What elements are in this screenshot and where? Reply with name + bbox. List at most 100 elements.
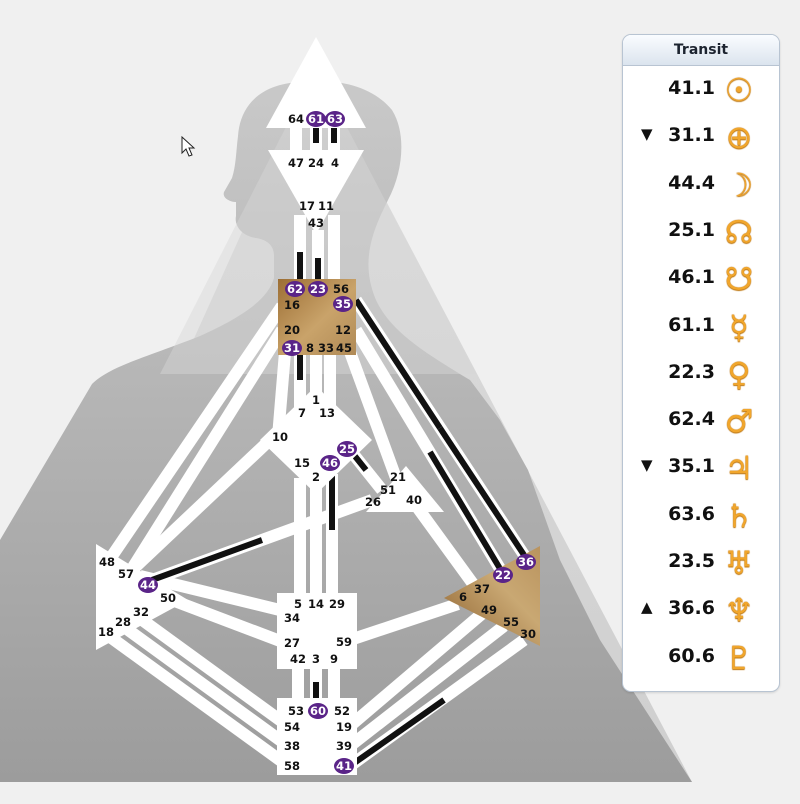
transit-row: 44.4☽ — [623, 162, 779, 208]
south-node-icon: ☋ — [724, 260, 754, 299]
active-gate-41 — [348, 697, 446, 769]
gate-57: 57 — [118, 567, 134, 581]
transit-row: 46.1 ☋ — [623, 256, 779, 302]
venus-icon: ♀ — [727, 354, 751, 393]
gate-34: 34 — [284, 611, 300, 625]
channels — [102, 125, 532, 771]
gate-47-label: 47 — [288, 156, 304, 170]
gate-16-label: 16 — [284, 298, 300, 312]
transit-value: 60.6 — [668, 644, 715, 667]
gate-45: 45 — [336, 341, 352, 355]
gate-32-label: 32 — [133, 605, 149, 619]
gate-32: 32 — [133, 605, 149, 619]
gate-58: 58 — [284, 759, 300, 773]
channel-16-48 — [107, 302, 287, 560]
gate-15-label: 15 — [294, 456, 310, 470]
sacral-center — [277, 593, 357, 669]
transit-panel: Transit 41.1☉▼31.1⊕44.4☽25.1☊46.1☋61.1☿2… — [622, 34, 780, 692]
gate-26: 26 — [365, 495, 381, 509]
gate-24-label: 24 — [308, 156, 324, 170]
transit-value: 35.1 — [668, 455, 715, 478]
gate-44-highlight — [138, 577, 158, 593]
gate-44-label: 44 — [140, 578, 156, 592]
active-gate-36 — [437, 426, 529, 560]
gate-63-label: 63 — [327, 112, 343, 126]
gate-27-label: 27 — [284, 636, 300, 650]
transit-panel-title: Transit — [623, 35, 779, 66]
gate-35-label: 35 — [335, 297, 351, 311]
gate-10: 10 — [272, 430, 288, 444]
transit-value: 22.3 — [668, 360, 715, 383]
gate-29: 29 — [329, 597, 345, 611]
gate-36: 36 — [516, 554, 536, 570]
transit-row: 60.6 ♇ — [623, 635, 779, 681]
ego-center — [366, 466, 444, 512]
gate-20: 20 — [284, 323, 300, 337]
ajna-center — [268, 150, 364, 234]
gate-29-label: 29 — [329, 597, 345, 611]
gate-56: 56 — [333, 282, 349, 296]
gate-23: 23 — [308, 281, 328, 297]
gate-16: 16 — [284, 298, 300, 312]
gate-62-highlight — [285, 281, 305, 297]
gate-60-label: 60 — [310, 704, 326, 718]
gate-8: 8 — [306, 341, 314, 355]
gate-61: 61 — [306, 111, 326, 127]
transit-row: 22.3 ♀ — [623, 351, 779, 397]
gate-46-highlight — [320, 455, 340, 471]
gate-59-label: 59 — [336, 635, 352, 649]
gate-39: 39 — [336, 739, 352, 753]
north-node-icon: ☊ — [724, 212, 754, 251]
gate-58-label: 58 — [284, 759, 300, 773]
transit-value: 44.4 — [668, 171, 715, 194]
gate-49: 49 — [481, 603, 497, 617]
channel-57-34 — [138, 570, 290, 618]
gate-63-highlight — [325, 111, 345, 127]
transit-value: 25.1 — [668, 218, 715, 241]
gate-6: 6 — [459, 590, 467, 604]
gate-19: 19 — [336, 720, 352, 734]
gate-52-label: 52 — [334, 704, 350, 718]
gate-60: 60 — [308, 703, 328, 719]
transit-value: 41.1 — [668, 77, 715, 99]
gate-37: 37 — [474, 582, 490, 596]
transit-row: ▼35.1♃ — [623, 445, 779, 491]
solar-plexus-center — [444, 546, 540, 646]
gate-31-label: 31 — [284, 341, 300, 355]
gate-41-highlight — [334, 758, 354, 774]
gate-55-label: 55 — [503, 615, 519, 629]
transit-arrow: ▼ — [641, 125, 653, 144]
gate-45-label: 45 — [336, 341, 352, 355]
gate-8-label: 8 — [306, 341, 314, 355]
gate-36-highlight — [516, 554, 536, 570]
gate-39-label: 39 — [336, 739, 352, 753]
saturn-icon: ♄ — [724, 496, 754, 535]
gate-34-label: 34 — [284, 611, 300, 625]
gate-60-highlight — [308, 703, 328, 719]
gate-48-label: 48 — [99, 555, 115, 569]
pluto-icon: ♇ — [724, 638, 754, 677]
earth-icon: ⊕ — [725, 118, 753, 157]
gate-3: 3 — [312, 652, 320, 666]
jupiter-icon: ♃ — [724, 449, 754, 488]
gate-19-label: 19 — [336, 720, 352, 734]
gate-12: 12 — [335, 323, 351, 337]
gate-23-label: 23 — [310, 282, 326, 296]
gate-11: 11 — [318, 199, 334, 213]
gate-30: 30 — [520, 627, 536, 641]
gate-33: 33 — [318, 341, 334, 355]
gate-54: 54 — [284, 720, 300, 734]
gate-25-label: 25 — [339, 442, 355, 456]
transit-row: 61.1☿ — [623, 304, 779, 350]
channel-6-59 — [348, 598, 460, 646]
transit-row: 25.1 ☊ — [623, 209, 779, 255]
gate-25-highlight — [337, 441, 357, 457]
gate-2-label: 2 — [312, 470, 320, 484]
transit-value: 46.1 — [668, 266, 715, 289]
transit-value: 31.1 — [668, 124, 715, 147]
gate-4-label: 4 — [331, 156, 339, 170]
gate-13-label: 13 — [319, 406, 335, 420]
transit-row: 41.1☉ — [623, 67, 779, 113]
